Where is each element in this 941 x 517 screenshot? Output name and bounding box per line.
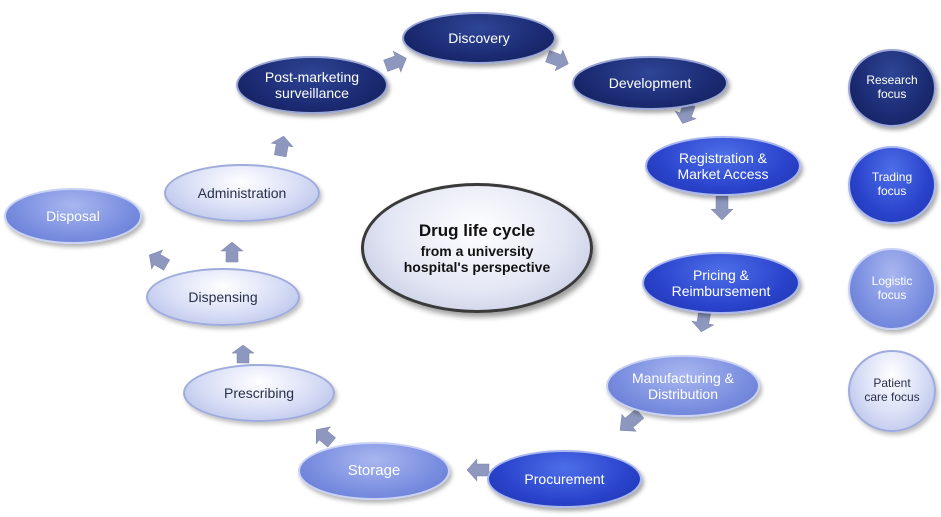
arrow-pricing-to-manufacturing [691,310,715,333]
stage-prescribing: Prescribing [183,364,335,422]
stage-administration: Administration [164,164,320,222]
arrow-procurement-to-storage [466,458,490,482]
stage-development: Development [572,56,728,110]
stage-discovery: Discovery [402,12,556,64]
arrow-dispensing-to-administration [220,241,244,263]
center-title-ellipse: Drug life cycle from a university hospit… [361,183,593,313]
stage-registration-market-access: Registration & Market Access [645,136,801,196]
arrow-dispensing-to-disposal [149,249,171,271]
stage-manufacturing-distribution: Manufacturing & Distribution [606,355,760,417]
center-subtitle: from a university hospital's perspective [403,242,551,275]
arrow-post-marketing-to-discovery [383,50,407,73]
arrow-administration-to-post-marketing [270,135,294,158]
stage-storage: Storage [298,442,450,500]
legend-trading-focus: Trading focus [848,146,936,224]
legend-research-focus: Research focus [848,49,936,127]
stage-disposal: Disposal [4,188,142,244]
stage-post-marketing-surveillance: Post-marketing surveillance [236,56,388,114]
center-title: Drug life cycle [418,221,536,241]
legend-patient-care-focus: Patient care focus [848,350,936,432]
stage-pricing-reimbursement: Pricing & Reimbursement [642,252,800,314]
stage-dispensing: Dispensing [146,268,300,326]
arrow-manufacturing-to-procurement [619,408,645,432]
stage-procurement: Procurement [487,450,642,508]
arrow-prescribing-to-dispensing [231,344,255,364]
legend-logistic-focus: Logistic focus [848,248,936,330]
arrow-storage-to-prescribing [315,426,336,448]
arrow-discovery-to-development [545,49,569,72]
arrow-registration-to-pricing [710,195,734,221]
